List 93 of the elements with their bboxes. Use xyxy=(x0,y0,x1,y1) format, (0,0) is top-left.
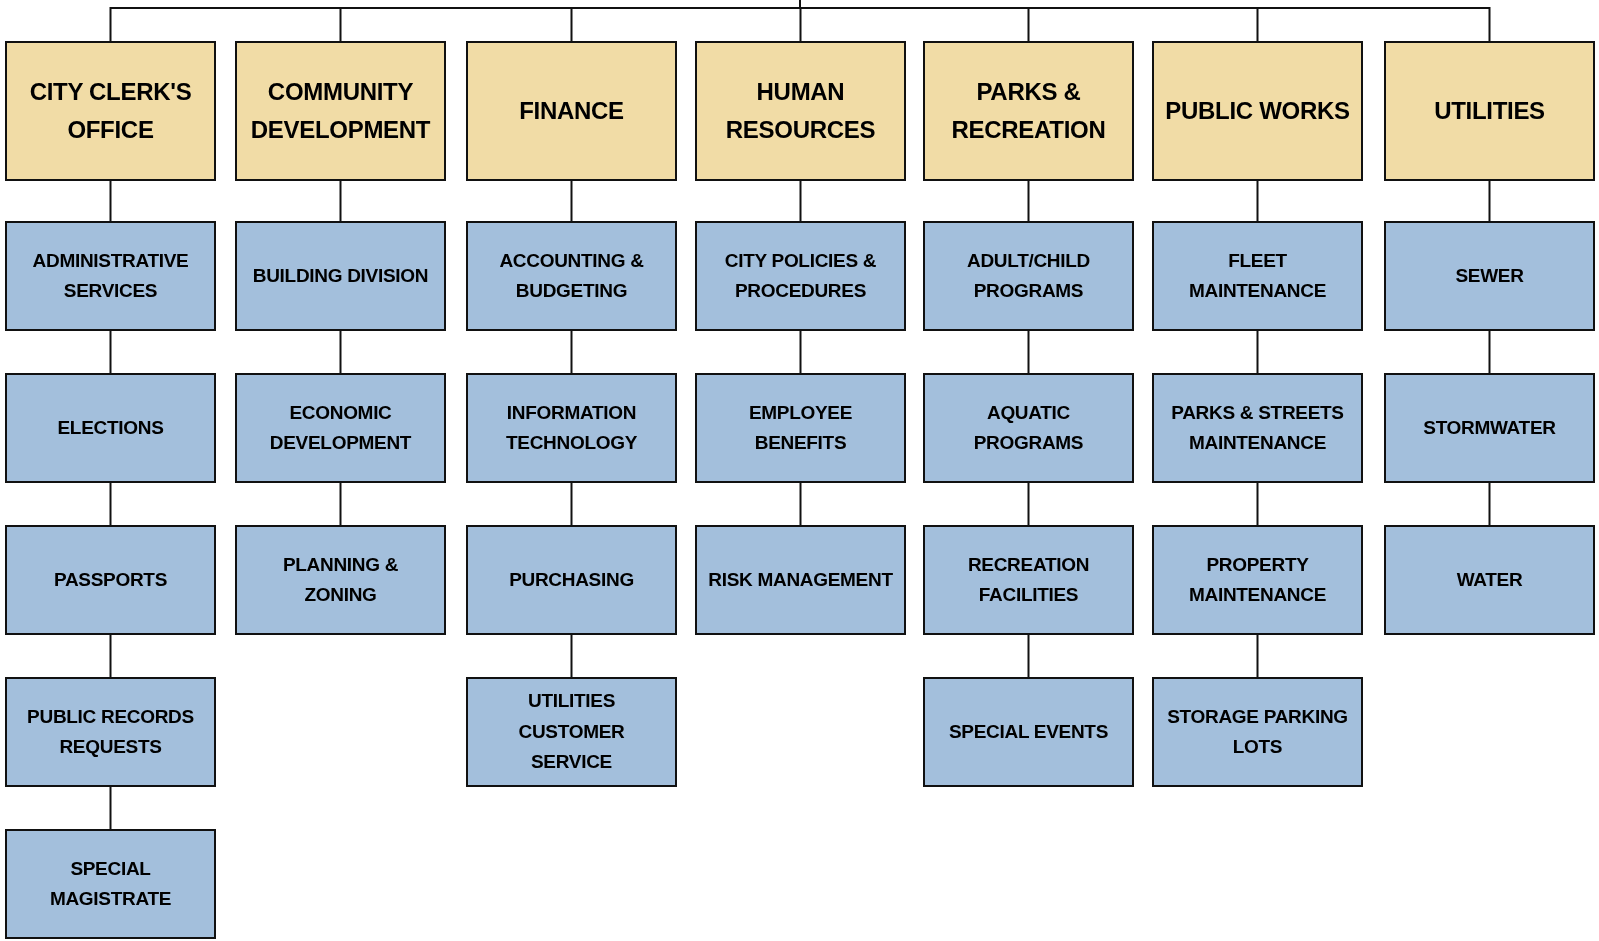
department-box xyxy=(235,41,446,181)
division-name: ADMINISTRATIVE SERVICES xyxy=(31,248,190,303)
connector-line xyxy=(1027,180,1030,222)
division-name: CITY POLICIES & PROCEDURES xyxy=(723,248,878,303)
connector-line xyxy=(570,180,573,222)
division-box xyxy=(235,221,446,331)
division-box xyxy=(923,525,1134,635)
connector-line xyxy=(1488,180,1491,222)
division-box xyxy=(1152,373,1363,483)
connector-line xyxy=(1027,634,1030,678)
connector-line xyxy=(109,482,112,526)
division-name: UTILITIES CUSTOMER SERVICE xyxy=(517,689,626,775)
connector-line xyxy=(799,330,802,374)
connector-line xyxy=(570,330,573,374)
division-box xyxy=(1384,221,1595,331)
department-box xyxy=(1152,41,1363,181)
division-name: WATER xyxy=(1456,567,1523,592)
department-box xyxy=(695,41,906,181)
connector-line xyxy=(1488,330,1491,374)
division-name: RISK MANAGEMENT xyxy=(708,567,893,592)
connector-line xyxy=(109,180,112,222)
division-box xyxy=(5,829,216,939)
connector-line xyxy=(109,786,112,830)
division-name: SPECIAL EVENTS xyxy=(948,719,1109,744)
connector-line xyxy=(109,330,112,374)
connector-line xyxy=(1256,180,1259,222)
division-name: ADULT/CHILD PROGRAMS xyxy=(966,248,1091,303)
connector-line xyxy=(1027,330,1030,374)
division-box xyxy=(5,677,216,787)
connector-line xyxy=(339,482,342,526)
division-box xyxy=(923,221,1134,331)
division-name: INFORMATION TECHNOLOGY xyxy=(504,400,639,455)
division-name: PLANNING & ZONING xyxy=(281,552,400,607)
division-box xyxy=(5,525,216,635)
division-name: ACCOUNTING & BUDGETING xyxy=(498,248,645,303)
division-box xyxy=(1384,373,1595,483)
division-name: ELECTIONS xyxy=(57,415,164,440)
department-name: PUBLIC WORKS xyxy=(1165,95,1350,126)
division-name: RECREATION FACILITIES xyxy=(966,552,1091,607)
division-name: PROPERTY MAINTENANCE xyxy=(1187,552,1328,607)
division-name: AQUATIC PROGRAMS xyxy=(972,400,1085,455)
department-name: PARKS & RECREATION xyxy=(950,76,1107,145)
connector-line xyxy=(1027,482,1030,526)
division-box xyxy=(5,221,216,331)
division-name: STORMWATER xyxy=(1423,415,1556,440)
division-name: PUBLIC RECORDS REQUESTS xyxy=(26,704,195,759)
connector-line xyxy=(339,180,342,222)
division-box xyxy=(1152,525,1363,635)
division-box xyxy=(466,525,677,635)
division-name: PARKS & STREETS MAINTENANCE xyxy=(1170,400,1345,455)
division-box xyxy=(5,373,216,483)
division-box xyxy=(923,677,1134,787)
division-box xyxy=(466,677,677,787)
connector-line xyxy=(570,482,573,526)
division-box xyxy=(923,373,1134,483)
department-box xyxy=(5,41,216,181)
connector-line xyxy=(1256,634,1259,678)
connector-line xyxy=(1488,482,1491,526)
division-name: PASSPORTS xyxy=(53,567,168,592)
division-box xyxy=(466,373,677,483)
connector-line xyxy=(799,180,802,222)
connector-line xyxy=(1256,482,1259,526)
department-name: COMMUNITY DEVELOPMENT xyxy=(249,76,432,145)
division-name: SEWER xyxy=(1455,263,1524,288)
division-box xyxy=(695,373,906,483)
division-name: STORAGE PARKING LOTS xyxy=(1166,704,1349,759)
connector-line xyxy=(799,0,1491,42)
division-box xyxy=(1152,677,1363,787)
division-box xyxy=(235,373,446,483)
division-name: BUILDING DIVISION xyxy=(252,263,429,288)
department-name: FINANCE xyxy=(519,95,624,126)
division-box xyxy=(1152,221,1363,331)
division-box xyxy=(466,221,677,331)
division-box xyxy=(235,525,446,635)
division-box xyxy=(1384,525,1595,635)
division-name: PURCHASING xyxy=(509,567,634,592)
connector-line xyxy=(799,482,802,526)
division-box xyxy=(695,221,906,331)
division-name: FLEET MAINTENANCE xyxy=(1187,248,1328,303)
connector-line xyxy=(339,330,342,374)
department-box xyxy=(923,41,1134,181)
division-box xyxy=(695,525,906,635)
division-name: EMPLOYEE BENEFITS xyxy=(747,400,854,455)
connector-line xyxy=(109,634,112,678)
department-box xyxy=(466,41,677,181)
connector-line xyxy=(570,634,573,678)
department-box xyxy=(1384,41,1595,181)
division-name: ECONOMIC DEVELOPMENT xyxy=(268,400,413,455)
connector-line xyxy=(1256,330,1259,374)
department-name: CITY CLERK'S OFFICE xyxy=(28,76,193,145)
department-name: HUMAN RESOURCES xyxy=(724,76,877,145)
department-name: UTILITIES xyxy=(1434,95,1545,126)
division-name: SPECIAL MAGISTRATE xyxy=(48,856,173,911)
